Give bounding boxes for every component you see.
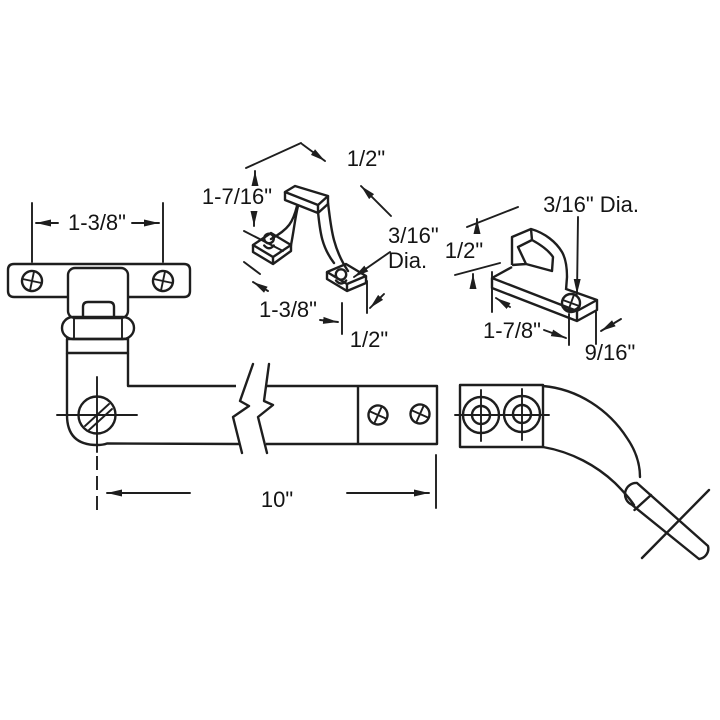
dimension-mid-hole-diameter: 3/16" Dia. <box>353 223 439 278</box>
dim-label-mid-base-width: 1/2" <box>350 327 388 352</box>
bracket-left-foot-sides <box>251 245 293 266</box>
crank-curve <box>541 384 642 507</box>
dim-label-right-height: 1/2" <box>445 238 483 263</box>
crank-hole <box>461 395 501 435</box>
rivet-icon <box>334 268 348 281</box>
crank-grip <box>623 481 710 561</box>
dim-label-mid-height: 1-7/16" <box>202 184 272 209</box>
crank-handle <box>454 383 711 561</box>
dim-label-right-base-length: 1-7/8" <box>483 318 541 343</box>
dimension-right-base-length: 1-7/8" <box>483 271 570 346</box>
crank-block <box>458 383 545 449</box>
operator-arm: 10" <box>106 362 439 512</box>
dimension-mid-height: 1-7/16" <box>202 142 302 252</box>
hinge-lower-leaf <box>65 337 130 355</box>
dimension-mid-top-width: 1/2" <box>301 143 392 217</box>
guide-bracket: 3/16" Dia. 1/2" 1-7/8" 9/16" <box>445 192 639 365</box>
hinge-notch <box>81 300 116 318</box>
dimension-mid-base-width: 1/2" <box>350 280 388 352</box>
screw-icon <box>560 292 582 314</box>
dim-label-mid-base-length: 1-3/8" <box>259 297 317 322</box>
crank-hole <box>470 404 492 426</box>
dimension-left-hole-spacing: 1-3/8" <box>31 202 164 263</box>
dim-label-right-base-width: 9/16" <box>585 340 636 365</box>
dim-label-mid-hole-line2: Dia. <box>388 248 427 273</box>
dim-label-mid-hole-line1: 3/16" <box>388 223 439 248</box>
dimension-right-base-width: 9/16" <box>585 311 636 365</box>
dimension-right-hole-diameter: 3/16" Dia. <box>543 192 639 295</box>
dim-label-arm-length: 10" <box>261 487 293 512</box>
dimension-right-height: 1/2" <box>445 206 519 289</box>
dim-label-mid-top-width: 1/2" <box>347 146 385 171</box>
bracket-web <box>269 201 350 273</box>
dimension-arm-length: 10" <box>106 454 437 512</box>
dim-label-right-hole: 3/16" Dia. <box>543 192 639 217</box>
hinge <box>60 266 136 355</box>
mounting-bar <box>6 262 192 299</box>
guide-hoop-opening <box>511 228 555 273</box>
screw-icon <box>409 403 431 425</box>
rivet-base <box>334 279 348 285</box>
pivot-hub-hatch <box>84 403 113 431</box>
hinge-upper-leaf <box>66 266 130 320</box>
crank-hole <box>502 394 542 434</box>
break-symbol <box>231 362 255 455</box>
screw-icon <box>20 269 44 293</box>
hole-crosshair <box>454 388 550 442</box>
dimension-mid-base-length: 1-3/8" <box>243 261 343 335</box>
guide-base <box>490 265 599 323</box>
guide-hoop <box>510 227 569 291</box>
hinge-pin <box>60 315 136 341</box>
cross-out-mark <box>640 488 711 560</box>
grip-chord <box>633 493 653 512</box>
arm-right-section <box>266 384 439 446</box>
screw-icon <box>367 404 389 426</box>
left-mounting-bracket: 1-3/8" <box>6 202 241 514</box>
screw-icon <box>151 269 175 293</box>
pivot-arm-plate <box>65 353 241 447</box>
break-symbol <box>256 362 275 455</box>
operator-bracket: 1-7/16" 1/2" 3/16" Dia. 1-3/8" 1/2" <box>202 142 439 352</box>
bracket-bottom-foot-sides <box>325 272 368 293</box>
crank-hole <box>511 403 533 425</box>
dim-label-left-hole-spacing: 1-3/8" <box>68 210 126 235</box>
pivot-crosshair <box>56 376 138 453</box>
